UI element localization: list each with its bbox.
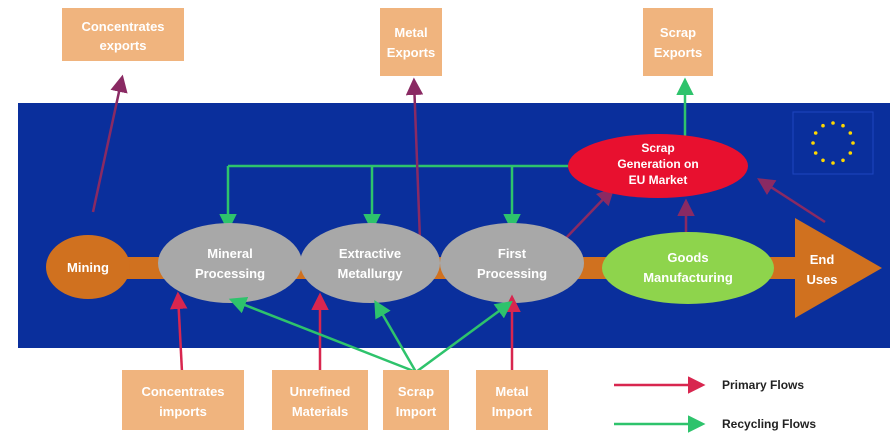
svg-text:End: End <box>810 252 835 267</box>
svg-text:Exports: Exports <box>654 45 702 60</box>
svg-text:Materials: Materials <box>292 404 348 419</box>
eu-star <box>841 158 845 163</box>
mining-node: Mining <box>46 235 130 299</box>
eu-star <box>821 158 825 163</box>
scrap-import-flows <box>228 296 513 374</box>
svg-text:First: First <box>498 246 527 261</box>
svg-text:Scrap: Scrap <box>641 141 674 155</box>
svg-text:Metal: Metal <box>394 25 427 40</box>
svg-text:Goods: Goods <box>667 250 708 265</box>
svg-text:Manufacturing: Manufacturing <box>643 270 733 285</box>
svg-text:Scrap: Scrap <box>660 25 696 40</box>
svg-text:Mining: Mining <box>67 260 109 275</box>
first-processing-node: First Processing <box>440 223 584 303</box>
end-uses-label: End Uses <box>806 252 837 287</box>
svg-text:imports: imports <box>159 404 207 419</box>
metal-exports-box: Metal Exports <box>380 8 442 76</box>
eu-star <box>841 123 845 128</box>
legend: Primary Flows Recycling Flows <box>614 376 816 433</box>
svg-text:Metallurgy: Metallurgy <box>337 266 403 281</box>
extractive-metallurgy-node: Extractive Metallurgy <box>300 223 440 303</box>
svg-text:EU Market: EU Market <box>629 173 688 187</box>
eu-star <box>821 123 825 128</box>
svg-text:Generation on: Generation on <box>617 157 698 171</box>
eu-band <box>18 103 890 348</box>
recycling-return-flow <box>219 164 593 232</box>
svg-text:Mineral: Mineral <box>207 246 253 261</box>
svg-text:Extractive: Extractive <box>339 246 401 261</box>
scrap-generation-node: Scrap Generation on EU Market <box>568 134 748 198</box>
svg-text:Concentrates: Concentrates <box>141 384 224 399</box>
svg-text:Processing: Processing <box>477 266 547 281</box>
svg-text:Uses: Uses <box>806 272 837 287</box>
legend-recycling-label: Recycling Flows <box>722 417 816 431</box>
eu-star <box>848 131 853 135</box>
scrap-import-box: Scrap Import <box>383 370 449 430</box>
svg-text:exports: exports <box>100 38 147 53</box>
eu-star <box>831 121 835 125</box>
eu-star <box>831 161 835 165</box>
eu-star <box>813 131 818 135</box>
eu-flag-icon <box>792 111 874 175</box>
svg-text:Concentrates: Concentrates <box>81 19 164 34</box>
svg-text:Exports: Exports <box>387 45 435 60</box>
eu-star <box>848 151 853 155</box>
scrap-exports-box: Scrap Exports <box>643 8 713 76</box>
mineral-processing-node: Mineral Processing <box>158 223 302 303</box>
concentrates-imports-box: Concentrates imports <box>122 370 244 430</box>
metal-import-box: Metal Import <box>476 370 548 430</box>
eu-star <box>813 151 818 155</box>
unrefined-materials-box: Unrefined Materials <box>272 370 368 430</box>
svg-text:Unrefined: Unrefined <box>290 384 351 399</box>
svg-text:Processing: Processing <box>195 266 265 281</box>
svg-text:Import: Import <box>396 404 437 419</box>
concentrates-exports-box: Concentrates exports <box>62 8 184 61</box>
export-flows <box>91 74 826 241</box>
goods-manufacturing-node: Goods Manufacturing <box>602 232 774 304</box>
eu-star <box>851 141 855 145</box>
svg-text:Import: Import <box>492 404 533 419</box>
eu-star <box>811 141 815 145</box>
legend-primary-label: Primary Flows <box>722 378 804 392</box>
svg-text:Scrap: Scrap <box>398 384 434 399</box>
svg-text:Metal: Metal <box>495 384 528 399</box>
